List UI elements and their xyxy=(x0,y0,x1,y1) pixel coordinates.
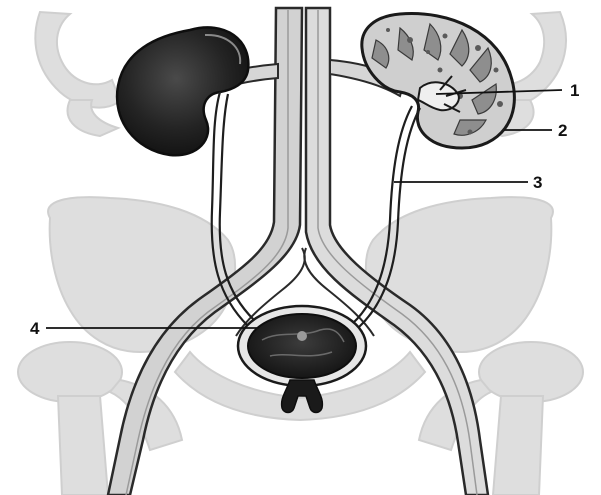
right-iliac-wing xyxy=(366,197,553,352)
left-femur xyxy=(58,396,108,495)
callout-2: 2 xyxy=(558,121,567,140)
left-lower-ribs xyxy=(35,12,120,108)
right-femur xyxy=(493,396,543,495)
bladder-orifice xyxy=(297,331,307,341)
left-femoral-head xyxy=(18,342,122,402)
right-femoral-head xyxy=(479,342,583,402)
left-kidney xyxy=(117,27,248,155)
callout-4: 4 xyxy=(30,319,40,338)
bladder-body xyxy=(248,314,356,378)
callout-3: 3 xyxy=(533,173,542,192)
callout-1: 1 xyxy=(570,81,579,100)
right-kidney-outline xyxy=(362,14,515,148)
right-kidney xyxy=(362,14,515,148)
